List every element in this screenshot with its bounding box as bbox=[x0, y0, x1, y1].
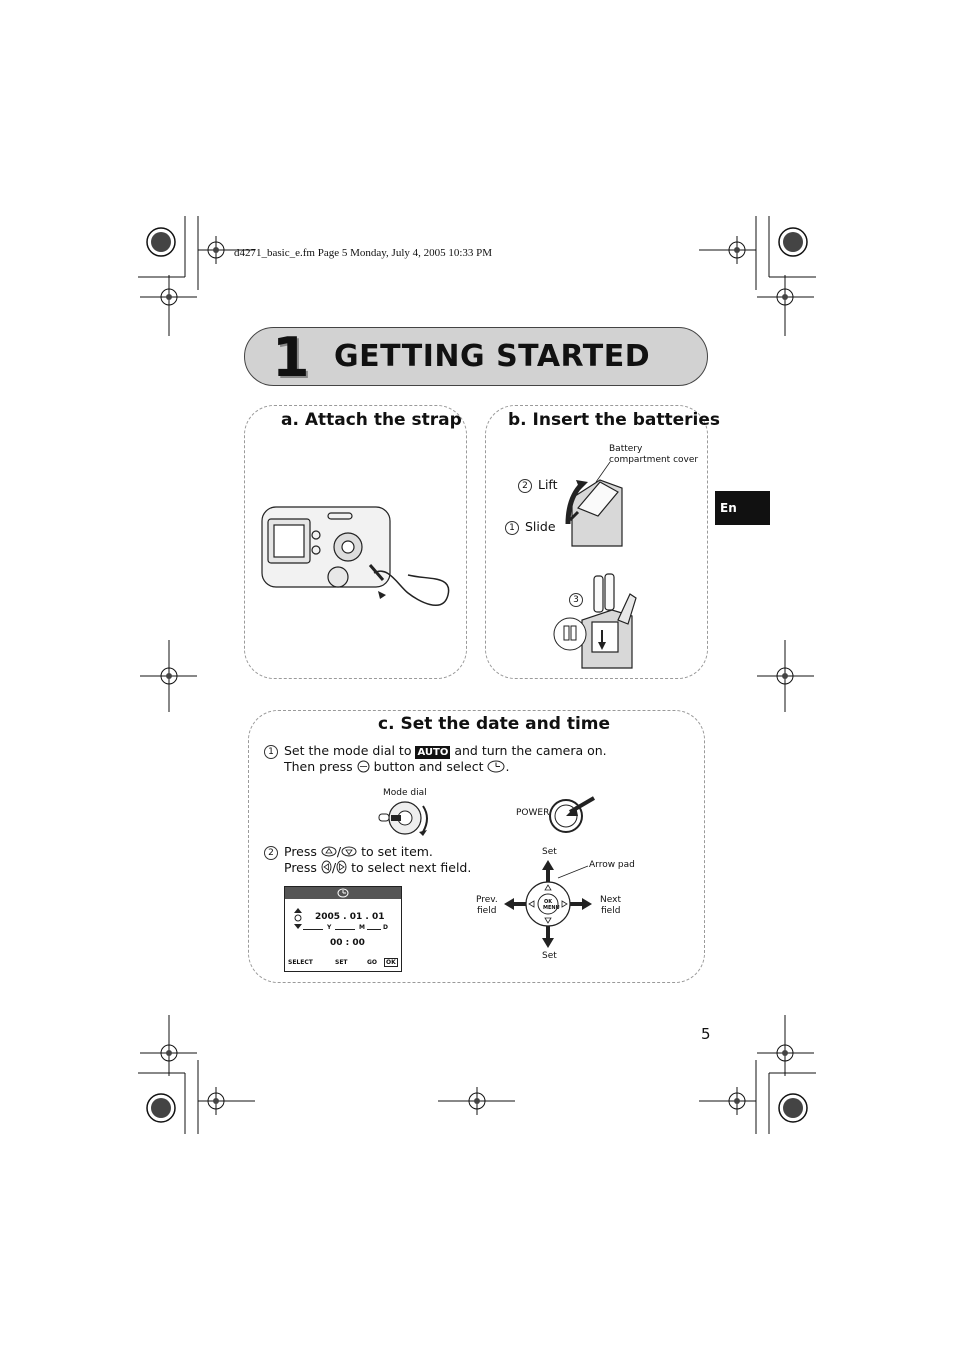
power-label: POWER bbox=[516, 808, 550, 818]
step2-line2: Press / to select next field. bbox=[284, 860, 471, 876]
chapter-banner bbox=[244, 327, 708, 386]
step-slide-label: Slide bbox=[525, 519, 556, 534]
step2-line2-pre: Press bbox=[284, 860, 317, 875]
chapter-number: 1 bbox=[272, 326, 310, 389]
lcd-underline-d bbox=[367, 929, 381, 930]
step1-line2-mid: button and select bbox=[373, 759, 484, 774]
clock-icon bbox=[487, 760, 505, 773]
panel-attach-strap bbox=[244, 405, 467, 679]
step-number: 2 bbox=[264, 846, 278, 860]
panel-insert-batteries bbox=[485, 405, 708, 679]
step-number: 1 bbox=[264, 745, 278, 759]
step1-text-pre: Set the mode dial to bbox=[284, 743, 412, 758]
lcd-date: 2005 . 01 . 01 bbox=[315, 912, 385, 922]
battery-cover-label-line2: compartment cover bbox=[609, 455, 699, 465]
down-arrow-button-icon bbox=[341, 846, 357, 857]
page-number: 5 bbox=[701, 1025, 711, 1043]
step1-line1: 1 Set the mode dial to AUTO and turn the … bbox=[264, 743, 607, 759]
prev-field-label-line1: Prev. bbox=[476, 895, 498, 905]
prev-field-label-line2: field bbox=[477, 906, 497, 916]
lcd-go-label: GO bbox=[367, 959, 378, 966]
panel-set-date-time bbox=[248, 710, 705, 983]
lcd-title-bar bbox=[285, 887, 401, 899]
lcd-underline-m bbox=[335, 929, 355, 930]
lcd-underline-y bbox=[303, 929, 323, 930]
clock-icon bbox=[337, 888, 349, 898]
next-field-label-line2: field bbox=[601, 906, 621, 916]
camera-strap-illustration bbox=[261, 506, 450, 607]
up-arrow-button-icon bbox=[321, 846, 337, 857]
lcd-set-label: SET bbox=[335, 959, 348, 966]
step2-line1-pre: Press bbox=[284, 844, 317, 859]
step1-line2-pre: Then press bbox=[284, 759, 353, 774]
lcd-date-screen: 2005 . 01 . 01 Y M D 00 : 00 SELECT SET … bbox=[284, 886, 402, 972]
step-number: 2 bbox=[518, 479, 532, 493]
lcd-ok-label: OK bbox=[384, 958, 398, 967]
right-arrow-button-icon bbox=[336, 860, 347, 874]
mode-dial-illustration bbox=[378, 801, 428, 836]
ok-label: OK bbox=[543, 899, 553, 905]
lcd-y-label: Y bbox=[327, 924, 332, 931]
arrow-pad-label: Arrow pad bbox=[589, 860, 635, 870]
section-c-title: c. Set the date and time bbox=[378, 714, 611, 734]
step-number: 1 bbox=[505, 521, 519, 535]
battery-cover-label-line1: Battery bbox=[609, 444, 643, 454]
menu-label: MENU bbox=[543, 905, 560, 911]
step2-line1-post: to set item. bbox=[361, 844, 433, 859]
auto-mode-icon: AUTO bbox=[415, 746, 451, 759]
step-slide: 1 Slide bbox=[505, 519, 556, 535]
battery-cover-illustration bbox=[565, 461, 623, 547]
battery-insert-illustration bbox=[553, 573, 637, 669]
lcd-d-label: D bbox=[383, 924, 388, 931]
power-button-illustration bbox=[549, 796, 596, 833]
ok-menu-button-icon bbox=[357, 760, 370, 773]
step-lift-label: Lift bbox=[538, 477, 558, 492]
section-b-title: b. Insert the batteries bbox=[508, 410, 721, 430]
arrow-pad-diagram bbox=[504, 860, 592, 948]
chapter-title: GETTING STARTED bbox=[334, 339, 651, 374]
next-field-label-line1: Next bbox=[600, 895, 621, 905]
section-a-title: a. Attach the strap bbox=[281, 410, 462, 430]
step2-line2-post: to select next field. bbox=[351, 860, 472, 875]
step-number: 3 bbox=[569, 593, 583, 607]
step1-line2: Then press button and select . bbox=[284, 759, 509, 775]
lcd-time: 00 : 00 bbox=[330, 938, 365, 948]
step-lift: 2 Lift bbox=[518, 477, 558, 493]
step2-line1: 2 Press / to set item. bbox=[264, 844, 433, 860]
step1-text-post: and turn the camera on. bbox=[454, 743, 607, 758]
set-bottom-label: Set bbox=[542, 951, 557, 961]
left-arrow-button-icon bbox=[321, 860, 332, 874]
step-insert: 3 bbox=[569, 591, 589, 607]
file-info-header: d4271_basic_e.fm Page 5 Monday, July 4, … bbox=[234, 247, 493, 259]
lcd-m-label: M bbox=[359, 924, 365, 931]
slash: / bbox=[331, 860, 337, 875]
set-top-label: Set bbox=[542, 847, 557, 857]
step1-line2-end: . bbox=[505, 759, 510, 774]
slash: / bbox=[336, 844, 342, 859]
ok-menu-center: OK MENU bbox=[543, 899, 560, 911]
language-tab: En bbox=[715, 491, 770, 525]
mode-dial-label: Mode dial bbox=[383, 788, 427, 798]
lcd-select-label: SELECT bbox=[288, 959, 313, 966]
up-down-indicator-icon bbox=[294, 908, 302, 929]
